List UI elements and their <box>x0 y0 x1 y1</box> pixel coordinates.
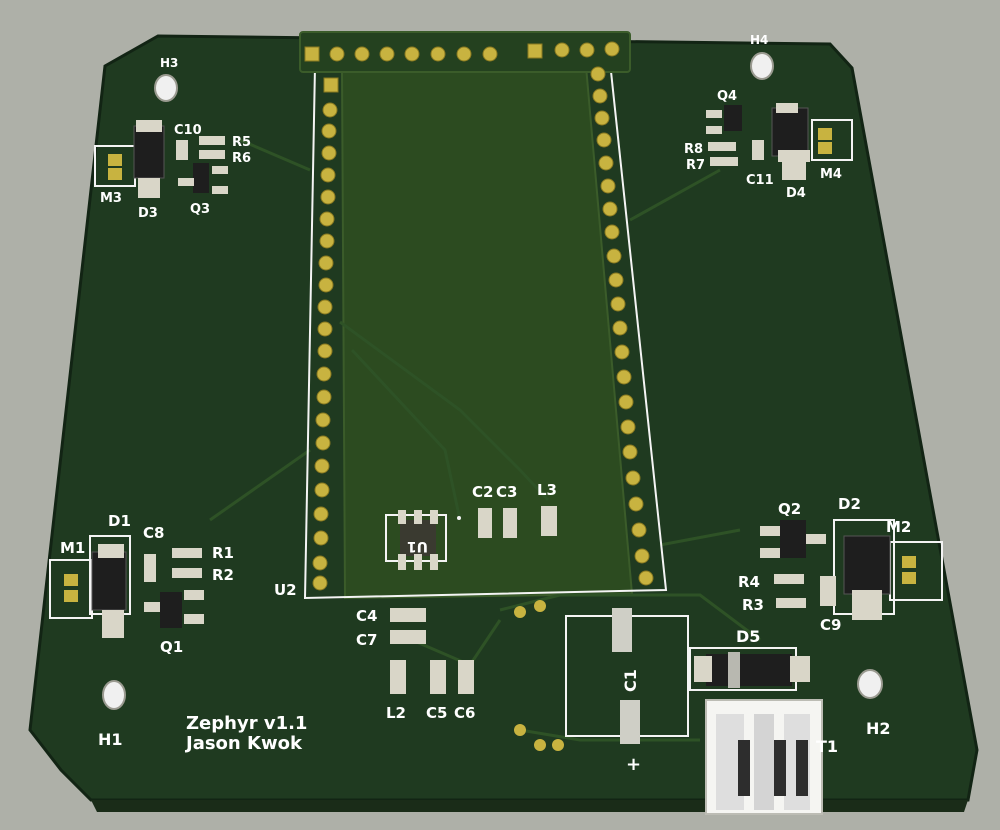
label-d1: D1 <box>108 512 131 530</box>
silkscreen-labels: H3 H4 H1 H2 C10 R5 R6 M3 D3 Q3 Q4 R8 R7 … <box>60 33 911 775</box>
label-plus: + <box>626 754 641 775</box>
label-l3: L3 <box>537 481 557 499</box>
m3-area <box>94 120 228 198</box>
label-d2: D2 <box>838 495 861 513</box>
d5-footprint <box>689 647 810 691</box>
board-title: Zephyr v1.1 <box>186 713 307 734</box>
label-m2: M2 <box>886 518 911 536</box>
label-q2: Q2 <box>778 500 801 518</box>
label-h3: H3 <box>160 56 178 70</box>
label-c7: C7 <box>356 631 377 649</box>
label-r1: R1 <box>212 544 234 562</box>
label-c9: C9 <box>820 616 841 634</box>
label-m1: M1 <box>60 539 85 557</box>
u2-left-pins <box>312 77 339 591</box>
label-r5: R5 <box>232 135 251 150</box>
label-c5: C5 <box>426 704 447 722</box>
label-c10: C10 <box>174 123 202 138</box>
label-u2: U2 <box>274 581 297 599</box>
label-c2: C2 <box>472 483 493 501</box>
u2-right-pins <box>590 66 654 586</box>
label-q1: Q1 <box>160 638 183 656</box>
label-r3: R3 <box>742 596 764 614</box>
label-r2: R2 <box>212 566 234 584</box>
label-c4: C4 <box>356 607 377 625</box>
label-r6: R6 <box>232 151 251 166</box>
t1-connector <box>705 699 823 815</box>
label-m3: M3 <box>100 191 122 206</box>
label-d4: D4 <box>786 186 806 201</box>
label-h1: H1 <box>98 730 123 749</box>
label-c11: C11 <box>746 173 774 188</box>
label-c8: C8 <box>143 524 164 542</box>
label-q4: Q4 <box>717 89 737 104</box>
label-h4: H4 <box>750 33 768 47</box>
hole-h4 <box>750 52 774 80</box>
c1-footprint <box>514 600 689 751</box>
label-t1: T1 <box>816 737 838 756</box>
label-d3: D3 <box>138 206 158 221</box>
board-author: Jason Kwok <box>184 733 303 754</box>
label-q3: Q3 <box>190 202 210 217</box>
top-header-pins <box>304 41 620 62</box>
label-m4: M4 <box>820 167 842 182</box>
label-d5: D5 <box>736 627 760 646</box>
label-r4: R4 <box>738 573 760 591</box>
label-h2: H2 <box>866 719 891 738</box>
board-edge <box>91 800 968 812</box>
label-u1: U1 <box>407 538 428 554</box>
label-c3: C3 <box>496 483 517 501</box>
label-l2: L2 <box>386 704 406 722</box>
mounting-holes <box>102 52 883 710</box>
hole-h1 <box>102 680 126 710</box>
power-passives <box>390 608 474 694</box>
m1-area <box>49 535 204 638</box>
m4-area <box>706 103 853 180</box>
hole-h3 <box>154 74 178 102</box>
label-r8: R8 <box>684 142 703 157</box>
label-r7: R7 <box>686 158 705 173</box>
m2-area <box>760 519 943 620</box>
label-c6: C6 <box>454 704 475 722</box>
label-c1: C1 <box>621 669 640 692</box>
hole-h2 <box>857 669 883 699</box>
u1-area <box>385 506 557 570</box>
